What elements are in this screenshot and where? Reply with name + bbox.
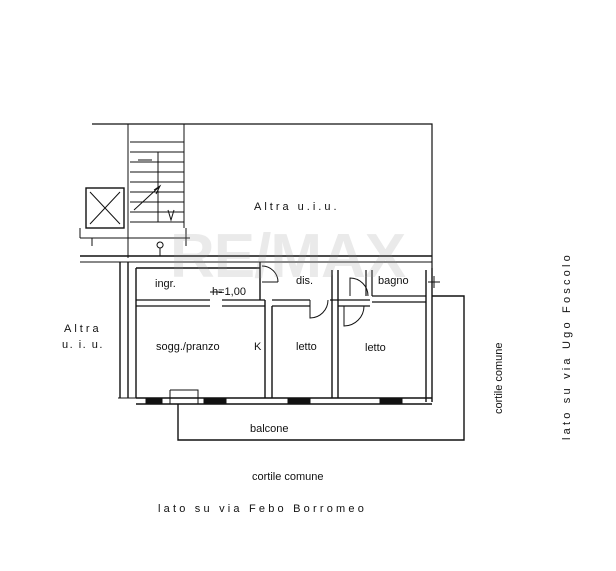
room-label-bedroom-1: letto: [296, 341, 317, 353]
neighbor-unit-left-label-line2: u. i. u.: [62, 339, 104, 351]
room-label-entrance: ingr.: [155, 278, 176, 290]
neighbor-unit-top-label: Altra u.i.u.: [254, 201, 340, 213]
street-label-bottom: lato su via Febo Borromeo: [158, 503, 368, 515]
room-label-hallway: dis.: [296, 275, 314, 287]
watermark-brand: RE/MAX: [170, 222, 406, 291]
neighbor-unit-left-label-line1: Altra: [64, 323, 102, 335]
room-label-living: sogg./pranzo: [156, 341, 220, 353]
room-label-kitchen: K: [254, 341, 262, 353]
height-mark-label: h=1,00: [212, 286, 246, 298]
courtyard-label-right: cortile comune: [493, 342, 505, 414]
room-label-bedroom-2: letto: [365, 342, 386, 354]
room-label-bathroom: bagno: [378, 275, 409, 287]
room-label-balcony: balcone: [250, 423, 289, 435]
courtyard-label-bottom: cortile comune: [252, 471, 324, 483]
street-label-right: lato su via Ugo Foscolo: [561, 252, 573, 440]
